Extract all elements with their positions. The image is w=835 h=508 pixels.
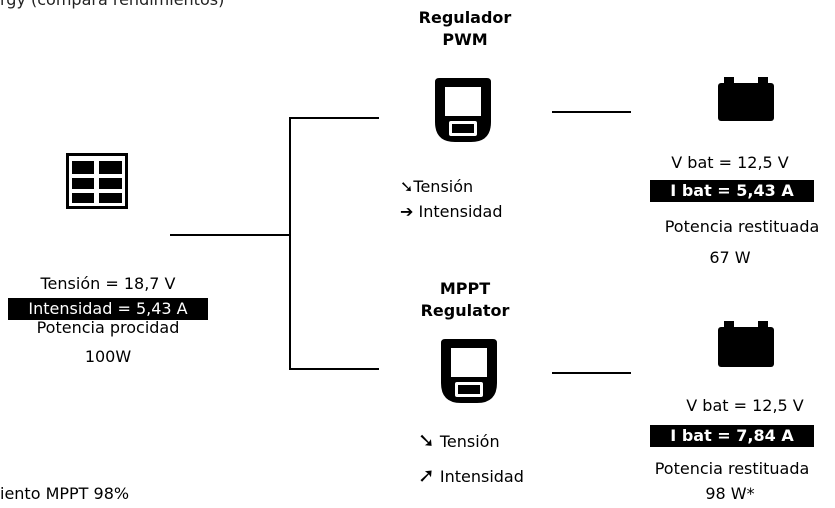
battery-mppt-power-value: 98 W*	[705, 484, 755, 503]
battery-pwm-voltage: V bat = 12,5 V	[671, 153, 789, 172]
solar-connector-line	[170, 234, 290, 236]
pwm-battery-line	[552, 111, 631, 113]
bus-top-line	[289, 117, 379, 119]
battery-pwm-current: I bat = 5,43 A	[670, 181, 794, 200]
pwm-regulator-icon	[435, 78, 491, 142]
battery-icon	[718, 321, 774, 367]
arrow-down-right-icon: ➘	[418, 428, 435, 452]
battery-mppt-current-badge	[650, 425, 814, 447]
pwm-title-line1: Regulador	[418, 8, 512, 27]
mppt-title-line2: Regulator	[420, 301, 510, 320]
battery-mppt-voltage: V bat = 12,5 V	[686, 396, 804, 415]
battery-mppt-power-label: Potencia restituada	[654, 459, 810, 478]
arrow-up-right-icon: ➚	[418, 463, 435, 487]
mppt-current-row: ➚ Intensidad	[418, 463, 524, 487]
solar-current: Intensidad = 5,43 A	[28, 299, 188, 318]
solar-voltage: Tensión = 18,7 V	[40, 274, 176, 293]
pwm-current-label: Intensidad	[418, 202, 503, 221]
pwm-current-row: ➔ Intensidad	[400, 202, 503, 221]
solar-panel-icon	[66, 153, 128, 209]
bus-bottom-line	[289, 368, 379, 370]
mppt-voltage-row: ➘ Tensión	[418, 428, 500, 452]
battery-pwm-current-badge	[650, 180, 814, 202]
pwm-voltage-row: ➘Tensión	[400, 177, 473, 196]
arrow-down-right-icon: ➘	[400, 177, 414, 196]
solar-current-badge	[8, 298, 208, 320]
battery-pwm-power-label: Potencia restituada	[664, 217, 820, 236]
battery-mppt-current: I bat = 7,84 A	[670, 426, 794, 445]
top-note: rgy (compara rendimientos)	[0, 0, 224, 9]
pwm-title-line2: PWM	[442, 30, 488, 49]
mppt-title-line1: MPPT	[439, 279, 491, 298]
mppt-voltage-label: Tensión	[439, 432, 500, 451]
arrow-right-icon: ➔	[400, 202, 414, 221]
footnote: iento MPPT 98%	[0, 484, 130, 503]
battery-icon	[718, 77, 774, 121]
solar-power-value: 100W	[84, 347, 132, 366]
mppt-current-label: Intensidad	[439, 467, 524, 486]
battery-pwm-power-value: 67 W	[709, 248, 751, 267]
bus-vertical-line	[289, 118, 291, 370]
mppt-battery-line	[552, 372, 631, 374]
pwm-voltage-label: Tensión	[413, 177, 474, 196]
solar-power-label: Potencia procidad	[36, 318, 180, 337]
mppt-regulator-icon	[441, 339, 497, 403]
